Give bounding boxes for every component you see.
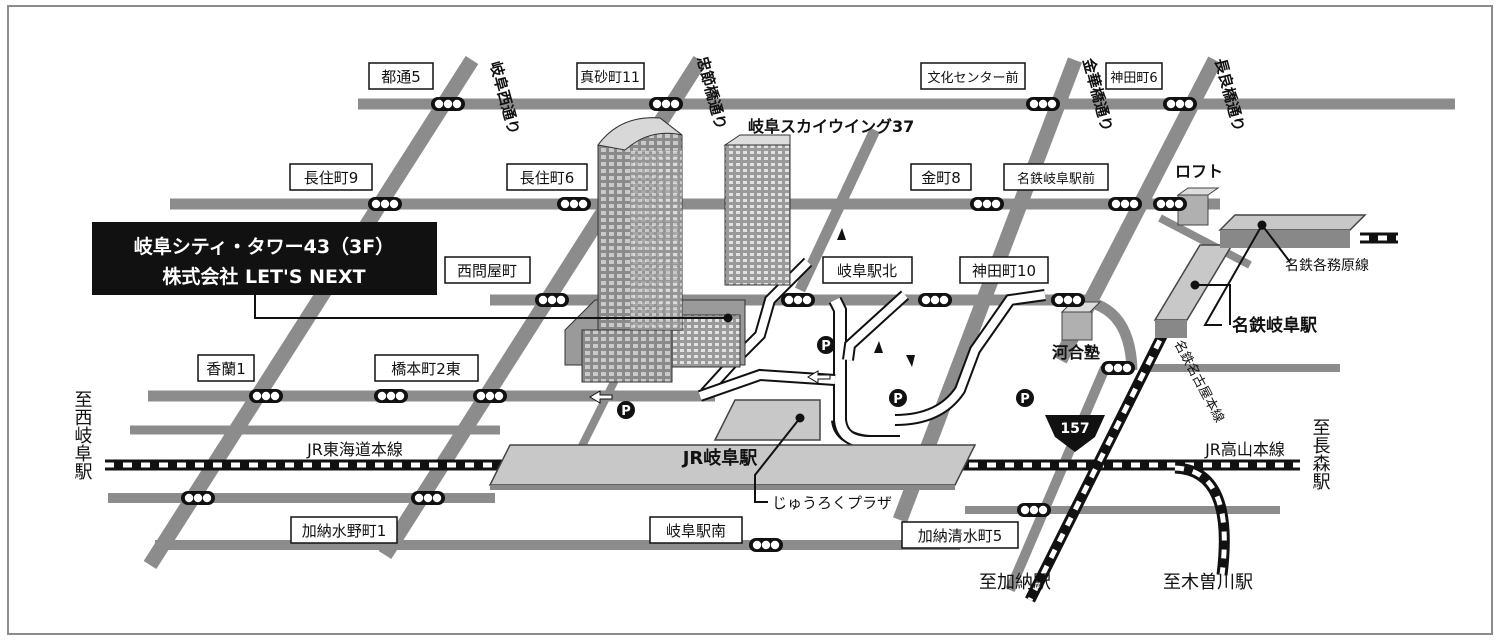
label-nagazumicho9: 長住町9 xyxy=(304,169,359,187)
route-157-label: 157 xyxy=(1060,421,1089,437)
station-access-roads xyxy=(698,257,1046,449)
label-kawai: 河合塾 xyxy=(1052,343,1100,362)
label-bunka-center: 文化センター前 xyxy=(927,70,1018,86)
intersection-label-boxes xyxy=(197,62,1163,549)
label-meitetsu-kakamigahara: 名鉄各務原線 xyxy=(1285,258,1369,274)
label-meitetsu-gifu-station: 名鉄岐阜駅 xyxy=(1232,315,1318,336)
label-to-kisogawa: 至木曽川駅 xyxy=(1163,572,1253,593)
company-box xyxy=(92,222,437,295)
label-masagocho11: 真砂町11 xyxy=(580,70,640,86)
gifu-city-tower-43 xyxy=(564,117,746,383)
label-jr-gifu-station: JR岐阜駅 xyxy=(681,447,759,469)
intersection-labels: 都通5 真砂町11 文化センター前 神田町6 長住町9 長住町6 金町8 名鉄岐… xyxy=(206,68,1157,545)
label-to-nagamori: 至長森駅 xyxy=(1310,418,1331,491)
kawai-building xyxy=(1060,301,1102,341)
label-loft: ロフト xyxy=(1175,162,1223,181)
jurokuplaza-building xyxy=(713,399,821,441)
leader-lines xyxy=(254,220,1291,503)
label-kano-mizunocho1: 加納水野町1 xyxy=(302,522,387,540)
label-gifu-eki-kita: 岐阜駅北 xyxy=(837,262,897,280)
place-labels: 岐阜スカイウイング37 ロフト 河合塾 名鉄岐阜駅 JR岐阜駅 じゅうろくプラザ xyxy=(681,117,1318,512)
jr-gifu-station-building xyxy=(488,444,977,490)
label-jurokuplaza: じゅうろくプラザ xyxy=(772,494,892,512)
route-157-shield: 157 xyxy=(1045,415,1105,452)
label-jr-takayama: JR高山本線 xyxy=(1204,440,1285,459)
label-gifu-eki-minami: 岐阜駅南 xyxy=(666,522,726,540)
label-meitetsu-mae: 名鉄岐阜駅前 xyxy=(1017,171,1095,187)
label-jr-tokaido: JR東海道本線 xyxy=(306,440,403,459)
small-arrows xyxy=(837,228,915,367)
label-to-kano: 至加納駅 xyxy=(979,572,1051,593)
company-name: 株式会社 LET'S NEXT xyxy=(162,265,365,288)
company-building-name: 岐阜シティ・タワー43（3F） xyxy=(134,235,395,258)
label-kandacho6: 神田町6 xyxy=(1110,71,1157,86)
label-kano-shimizucho5: 加納清水町5 xyxy=(918,527,1003,545)
label-to-nishigifu: 至西岐阜駅 xyxy=(72,390,93,481)
label-kanemachi8: 金町8 xyxy=(921,169,961,187)
label-nagazumicho6: 長住町6 xyxy=(520,169,575,187)
map-frame xyxy=(7,5,1493,635)
destination-labels: 至西岐阜駅 至長森駅 至加納駅 至木曽川駅 xyxy=(72,390,1331,593)
label-nishitonyacho: 西問屋町 xyxy=(457,262,517,280)
label-kandacho10: 神田町10 xyxy=(972,262,1036,280)
label-koran1: 香蘭1 xyxy=(206,360,246,378)
label-hashimotocho2: 橋本町2東 xyxy=(391,360,461,378)
label-skywing: 岐阜スカイウイング37 xyxy=(748,117,914,136)
label-miyakodori5: 都通5 xyxy=(381,68,421,86)
traffic-arrows xyxy=(589,370,831,404)
gifu-sky-wing-37 xyxy=(723,134,791,286)
company-callout: 岐阜シティ・タワー43（3F） 株式会社 LET'S NEXT xyxy=(92,222,437,295)
